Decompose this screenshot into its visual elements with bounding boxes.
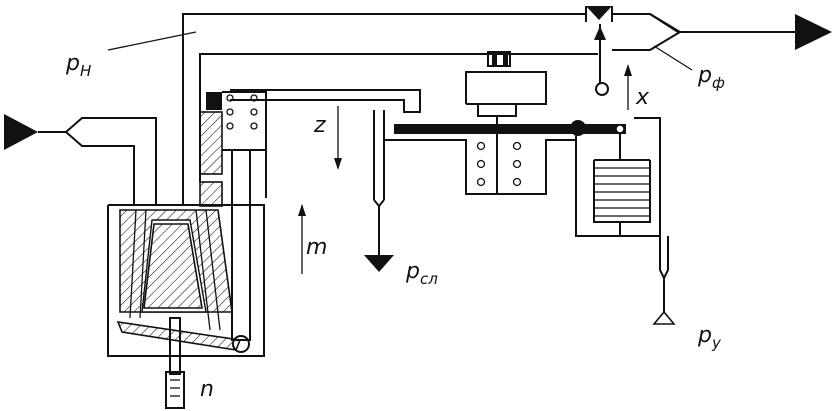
inlet-arrow-icon: [4, 114, 38, 150]
bellows-icon: [593, 159, 651, 223]
label-m: m: [306, 235, 327, 260]
flow-sensor-stem: [594, 24, 609, 96]
drive-shaft: [165, 317, 185, 409]
z-arrow: [334, 106, 342, 170]
label-p-n: pH: [65, 51, 91, 80]
label-n: n: [200, 377, 214, 402]
control-valve: [465, 51, 547, 194]
inlet-line: [4, 114, 157, 205]
drain-line: [364, 110, 576, 272]
label-x: x: [635, 85, 650, 110]
p-n-leader: [107, 31, 197, 51]
output-arrow-icon: [795, 14, 832, 50]
bellows-unit: [575, 117, 676, 325]
servo-piston: [199, 91, 267, 341]
control-port-icon: [652, 310, 676, 325]
label-p-sl: pсл: [405, 259, 438, 288]
x-arrow: [624, 64, 632, 110]
swash-plate: [116, 321, 250, 353]
drain-arrow-icon: [364, 255, 394, 272]
check-valve: [585, 6, 613, 22]
label-p-y: py: [697, 323, 722, 352]
control-lever: [394, 120, 626, 136]
pump-rotor: [119, 209, 233, 331]
p-f-leader: [653, 45, 693, 71]
label-z: z: [313, 113, 326, 138]
label-p-f: pф: [697, 63, 725, 92]
m-arrow: [298, 204, 306, 274]
supply-pressure-line: [182, 13, 832, 205]
